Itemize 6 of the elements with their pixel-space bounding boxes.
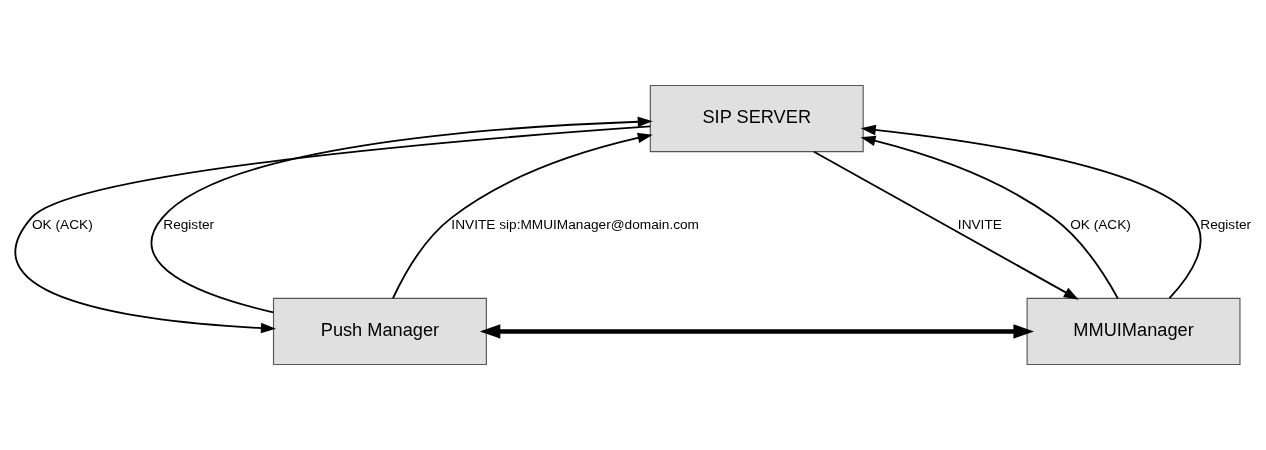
edge-label: Register (162, 216, 214, 232)
edge-label: INVITE sip:MMUIManager@domain.com (450, 216, 699, 232)
edge-label: INVITE (957, 216, 1002, 232)
edge-label: OK (ACK) (31, 216, 93, 232)
edge-label: OK (ACK) (1069, 216, 1131, 232)
edge-label: Register (1199, 216, 1251, 232)
